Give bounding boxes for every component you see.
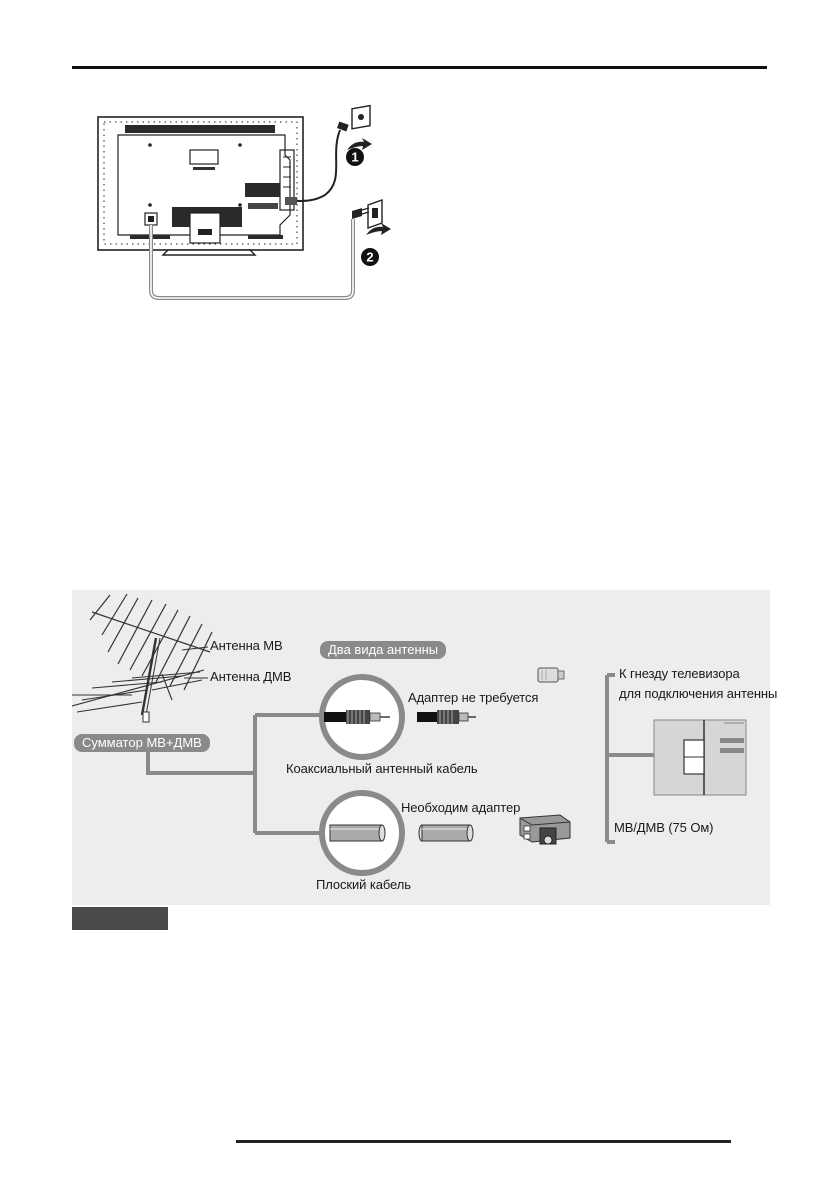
label-tv-socket-1: К гнезду телевизора xyxy=(619,666,740,681)
tv-frame-dots xyxy=(103,121,298,245)
tv-label-plate xyxy=(189,149,219,165)
flat-cable-icon xyxy=(329,824,386,842)
tv-rear-connection-figure: 1 2 xyxy=(97,104,391,300)
label-no-adapter: Адаптер не требуется xyxy=(408,690,539,705)
callout-2 xyxy=(361,248,379,266)
flat-cable-standalone-icon xyxy=(418,824,474,842)
callout-1 xyxy=(346,148,364,166)
uhf-antenna-icon xyxy=(72,669,205,713)
antenna-socket-hole xyxy=(358,114,364,120)
antenna-types-figure: Антенна МВ Антенна ДМВ Два вида антенны … xyxy=(72,590,777,905)
label-two-antenna-types: Два вида антенны xyxy=(320,641,447,659)
tv-top-vent xyxy=(125,125,275,133)
vhf-antenna-icon xyxy=(89,593,213,691)
tv-rear-ports xyxy=(245,183,280,197)
label-impedance: МВ/ДМВ (75 Ом) xyxy=(614,820,714,835)
arrow-2-icon xyxy=(366,223,391,235)
callout-1-number: 1 xyxy=(351,150,358,165)
antenna-cable xyxy=(296,129,341,202)
leader-vhf xyxy=(181,646,209,651)
tv-antenna-socket-panel xyxy=(653,719,747,796)
tv-back-cover xyxy=(117,134,291,236)
label-antenna-uhf: Антенна ДМВ xyxy=(210,669,292,684)
label-combiner: Сумматор МВ+ДМВ xyxy=(74,734,210,752)
coax-plug-icon xyxy=(537,667,565,683)
label-coax-cable: Коаксиальный антенный кабель xyxy=(286,761,478,776)
note-bar xyxy=(72,907,168,930)
tv-antenna-input xyxy=(285,197,297,205)
label-flat-cable: Плоский кабель xyxy=(316,877,411,892)
tv-stand-base xyxy=(161,249,257,256)
tv-label-strip xyxy=(193,167,215,170)
label-tv-socket-2: для подключения антенны xyxy=(619,686,778,701)
coax-cable-icon xyxy=(324,710,390,724)
power-plug xyxy=(352,208,362,219)
arrow-1-icon xyxy=(347,138,372,150)
antenna-plug xyxy=(336,121,349,132)
power-cable xyxy=(150,219,354,299)
header-rule xyxy=(72,66,767,69)
coax-cable-standalone-icon xyxy=(417,710,476,724)
antenna-cable-network xyxy=(146,673,654,844)
tv-side-connectors xyxy=(279,149,295,211)
label-need-adapter: Необходим адаптер xyxy=(401,800,521,815)
antenna-diagram-graphics xyxy=(72,593,747,876)
antenna-adapter-icon xyxy=(519,814,571,845)
callout-2-number: 2 xyxy=(366,250,373,265)
combiner-box xyxy=(142,711,150,723)
label-antenna-vhf: Антенна МВ xyxy=(210,638,283,653)
footer-rule xyxy=(236,1140,731,1143)
tv-stand-neck xyxy=(189,212,221,244)
